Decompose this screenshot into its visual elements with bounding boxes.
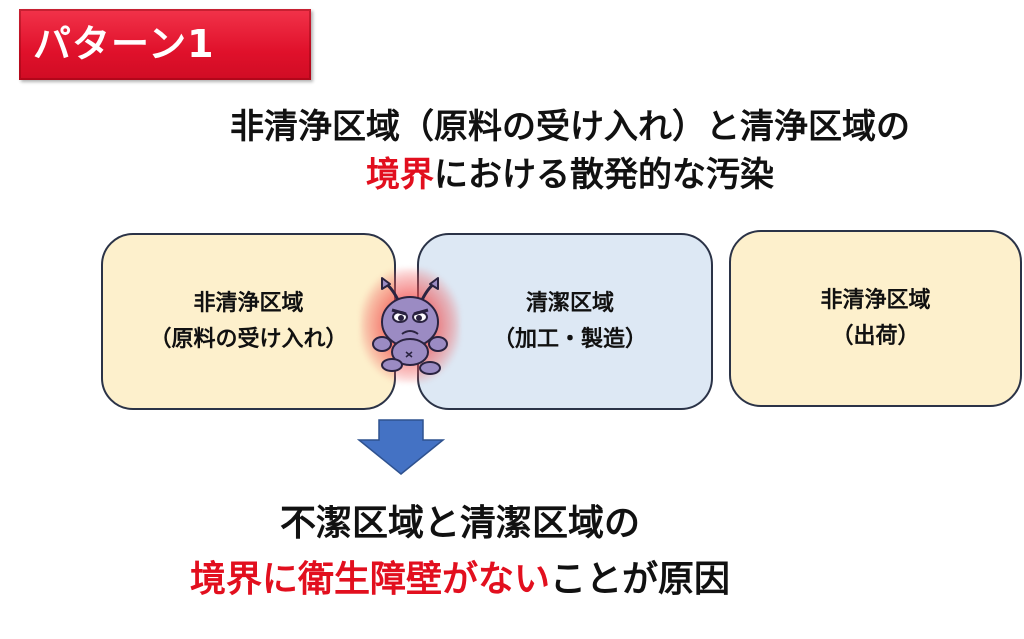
conclusion-highlight: 境界に衛生障壁がない [189,559,550,600]
heading-line-1: 非清浄区域（原料の受け入れ）と清浄区域の [230,107,910,147]
pattern-badge: パターン1 [19,9,311,80]
zone-sub: （出荷） [831,323,920,349]
zone-processing: 清潔区域 （加工・製造） [417,233,713,410]
heading-rest: における散発的な汚染 [434,155,774,195]
down-arrow-icon [357,419,445,475]
heading-highlight: 境界 [366,155,434,195]
zone-sub: （加工・製造） [492,326,647,352]
conclusion-rest: ことが原因 [550,559,731,600]
conclusion-line-1: 不潔区域と清潔区域の [279,503,640,544]
zone-raw-material-receiving: 非清浄区域 （原料の受け入れ） [101,233,396,410]
zone-shipping: 非清浄区域 （出荷） [729,230,1022,407]
heading-line-2: 境界における散発的な汚染 [120,151,1020,199]
zone-sub: （原料の受け入れ） [149,326,348,352]
germ-icon [372,277,448,375]
zone-name: 非清浄区域 [193,290,304,316]
zone-name: 非清浄区域 [820,287,931,313]
zone-name: 清潔区域 [525,290,614,316]
conclusion-line-2: 境界に衛生障壁がないことが原因 [100,553,820,607]
